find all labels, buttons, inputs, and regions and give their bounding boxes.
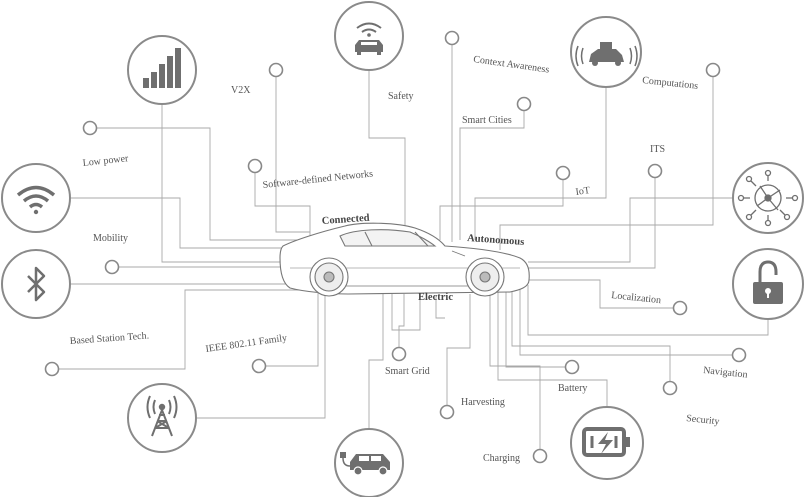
signal-bars-icon — [143, 48, 181, 88]
label-ieee: IEEE 802.11 Family — [205, 333, 288, 355]
label-iot: IoT — [575, 185, 591, 198]
label-security: Security — [686, 413, 720, 427]
label-its: ITS — [650, 144, 665, 155]
label-autonomous: Autonomous — [467, 233, 525, 248]
label-based-station: Based Station Tech. — [69, 330, 149, 347]
cell-tower-icon — [146, 395, 178, 437]
connector-lines — [52, 38, 769, 456]
autonomous-car-icon — [575, 42, 638, 67]
label-computations: Computations — [642, 75, 699, 92]
electric-car-icon — [340, 452, 390, 476]
label-v2x: V2X — [231, 85, 251, 96]
node-mobility — [104, 259, 120, 275]
label-battery: Battery — [558, 383, 587, 394]
label-smart-cities: Smart Cities — [462, 115, 512, 126]
node-charging — [532, 448, 548, 464]
node-smart-grid — [391, 346, 407, 362]
node-computations — [705, 62, 721, 78]
node-navigation — [731, 347, 747, 363]
network-node-icon — [737, 169, 799, 227]
bluetooth-icon — [27, 266, 46, 302]
unlock-icon — [753, 260, 783, 304]
label-sdn: Software-defined Networks — [262, 168, 373, 191]
node-harvesting — [439, 404, 455, 420]
node-its — [647, 163, 663, 179]
node-sdn — [247, 158, 263, 174]
label-charging: Charging — [483, 453, 520, 464]
node-ieee — [251, 358, 267, 374]
label-low-power: Low power — [82, 153, 129, 169]
wifi-icon — [16, 185, 56, 215]
node-context-awareness — [444, 30, 460, 46]
node-localization — [672, 300, 688, 316]
label-navigation: Navigation — [703, 365, 748, 381]
label-context-awareness: Context Awareness — [473, 54, 550, 76]
car-wifi-icon — [355, 22, 383, 55]
label-connected: Connected — [321, 213, 370, 227]
node-iot — [555, 165, 571, 181]
node-v2x — [268, 62, 284, 78]
node-battery — [564, 359, 580, 375]
node-security — [662, 380, 678, 396]
battery-charging-icon — [582, 427, 630, 457]
node-smart-cities — [516, 96, 532, 112]
node-low-power — [82, 120, 98, 136]
car-illustration — [279, 222, 530, 297]
label-electric: Electric — [418, 292, 453, 303]
label-mobility: Mobility — [93, 233, 128, 244]
label-safety: Safety — [388, 91, 414, 102]
label-harvesting: Harvesting — [461, 397, 505, 408]
label-localization: Localization — [611, 290, 662, 306]
label-smart-grid: Smart Grid — [385, 366, 430, 377]
node-based-station — [44, 361, 60, 377]
